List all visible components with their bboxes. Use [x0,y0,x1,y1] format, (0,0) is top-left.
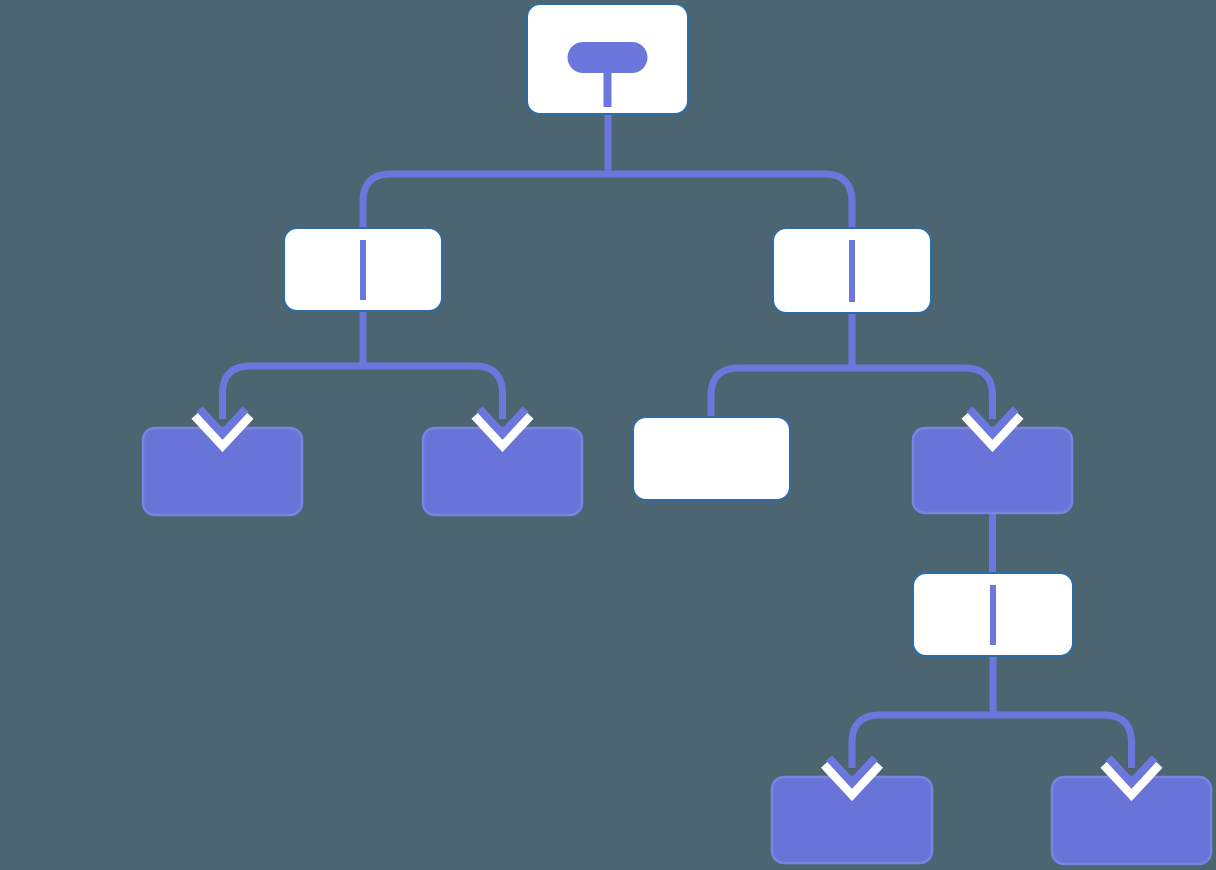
child-right-white-node [632,416,791,501]
connector-edge [219,362,506,419]
leaf-left-2-node [421,426,584,517]
connector-edge [707,364,996,419]
leaf-bottom-left-node [770,775,934,865]
leaf-right-node [911,426,1074,515]
chevron-down-icon [1105,755,1158,789]
chevron-down-icon [476,406,529,440]
chevron-down-icon [966,406,1019,440]
root-pill-icon [567,42,648,73]
divider-bar-icon [990,585,996,645]
divider-bar-icon [849,240,855,302]
double-chevron-down-icon [961,411,1024,453]
divider-bar-icon [360,240,366,300]
connector-edge [848,711,1135,768]
leaf-bottom-right-node [1050,775,1213,866]
leaf-left-1-node [141,426,304,517]
chevron-down-icon [826,755,878,789]
double-chevron-down-icon [471,411,534,453]
chevron-down-icon [196,406,249,440]
double-chevron-down-icon [191,411,254,453]
double-chevron-down-icon [1100,760,1163,802]
root-pill-stem-icon [603,70,612,107]
connector-edge [359,170,856,228]
double-chevron-down-icon [820,760,884,802]
